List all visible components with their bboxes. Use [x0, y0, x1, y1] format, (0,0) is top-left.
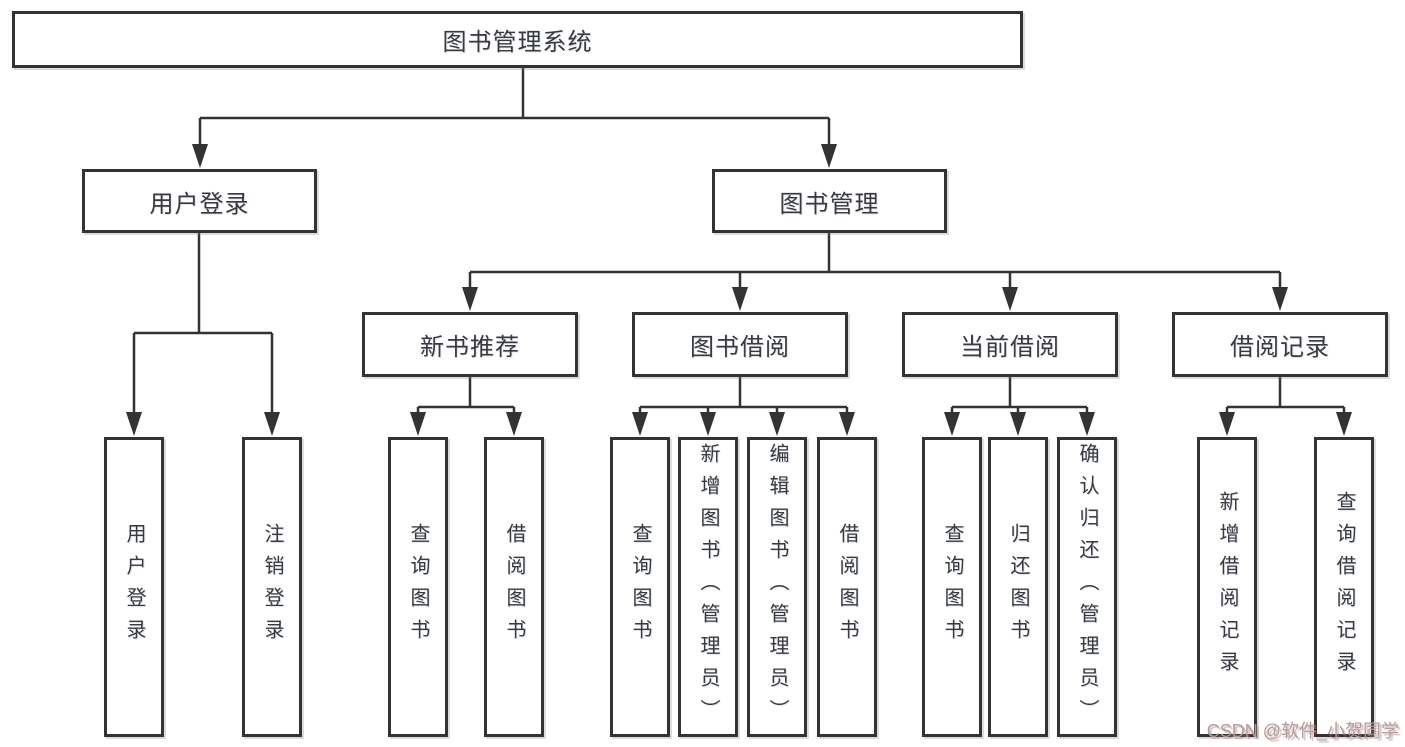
leaf-edit-book-admin-label: 编辑图书（管理员）: [766, 443, 788, 731]
leaf-confirm-return-admin-label: 确认归还（管理员）: [1076, 443, 1098, 731]
leaf-logout: 注销登录: [242, 437, 302, 737]
leaf-borrow-books-recommend-label: 借阅图书: [503, 523, 525, 651]
leaf-borrow-books: 借阅图书: [817, 437, 877, 737]
node-borrow-records: 借阅记录: [1172, 312, 1388, 377]
leaf-add-borrow-record-label: 新增借阅记录: [1216, 491, 1238, 683]
leaf-borrow-books-label: 借阅图书: [836, 523, 858, 651]
leaf-logout-label: 注销登录: [261, 523, 283, 651]
leaf-confirm-return-admin: 确认归还（管理员）: [1057, 437, 1117, 737]
node-new-book-recommend: 新书推荐: [362, 312, 578, 377]
leaf-query-books-recommend: 查询图书: [388, 437, 448, 737]
leaf-query-books-recommend-label: 查询图书: [407, 523, 429, 651]
leaf-borrow-books-recommend: 借阅图书: [484, 437, 544, 737]
leaf-query-books-borrow: 查询图书: [610, 437, 670, 737]
leaf-query-borrow-record-label: 查询借阅记录: [1333, 491, 1355, 683]
leaf-query-books-current-label: 查询图书: [941, 523, 963, 651]
leaf-query-books-current: 查询图书: [922, 437, 982, 737]
leaf-return-book-label: 归还图书: [1007, 523, 1029, 651]
node-current-borrow: 当前借阅: [902, 312, 1118, 377]
csdn-watermark: CSDN @软件_小贺同学: [1206, 721, 1399, 741]
node-book-borrow: 图书借阅: [632, 312, 848, 377]
leaf-edit-book-admin: 编辑图书（管理员）: [747, 437, 807, 737]
arrowheads: [126, 144, 1352, 436]
leaf-return-book: 归还图书: [988, 437, 1048, 737]
node-root-system: 图书管理系统: [12, 11, 1023, 68]
node-user-login: 用户登录: [82, 169, 317, 233]
node-book-management: 图书管理: [712, 169, 947, 233]
leaf-user-login: 用户登录: [104, 437, 164, 737]
leaf-add-book-admin: 新增图书（管理员）: [678, 437, 738, 737]
leaf-add-book-admin-label: 新增图书（管理员）: [697, 443, 719, 731]
leaf-query-borrow-record: 查询借阅记录: [1314, 437, 1374, 737]
leaf-user-login-label: 用户登录: [123, 523, 145, 651]
leaf-query-books-borrow-label: 查询图书: [629, 523, 651, 651]
leaf-add-borrow-record: 新增借阅记录: [1197, 437, 1257, 737]
